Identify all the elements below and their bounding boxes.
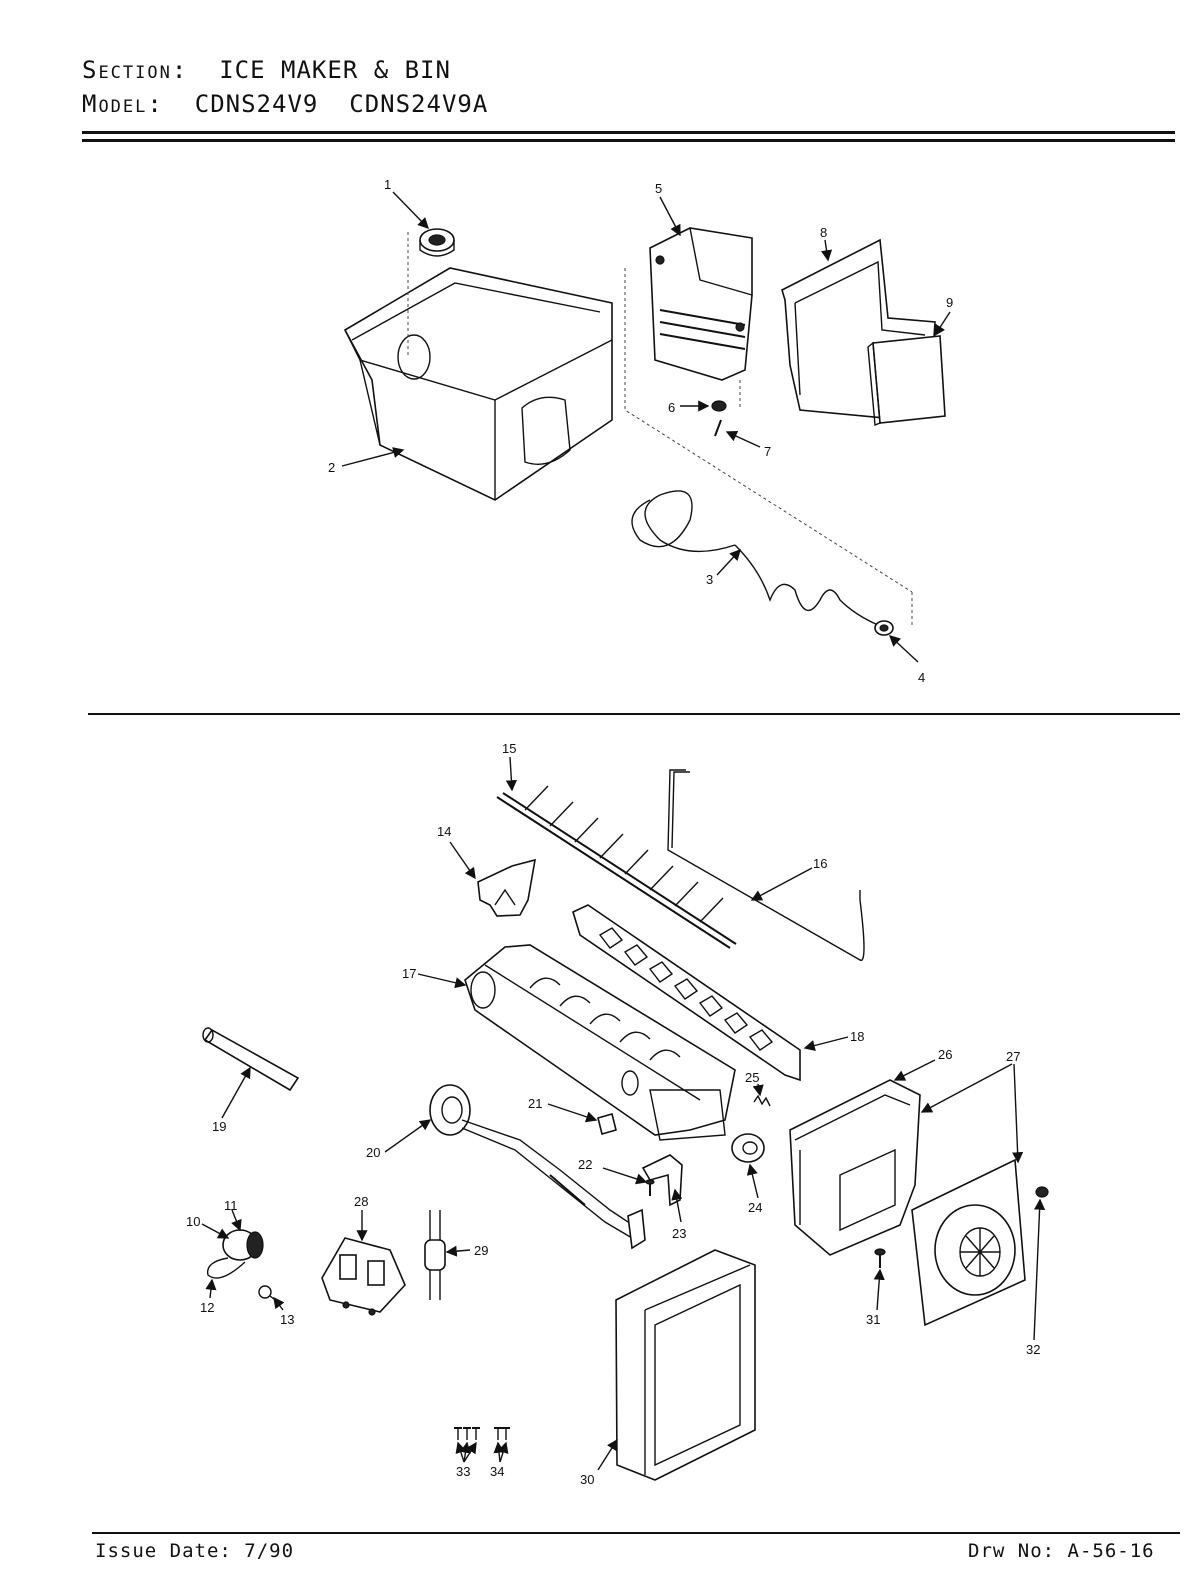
part-7-pin <box>714 419 722 437</box>
callout-4: 4 <box>918 670 925 685</box>
issue-date: Issue Date: 7/90 <box>95 1540 295 1562</box>
part-1-knob <box>419 228 455 257</box>
callout-19: 19 <box>212 1119 226 1134</box>
callout-12: 12 <box>200 1300 214 1315</box>
leader-lines <box>201 191 1046 1471</box>
part-27-motor-assembly <box>911 1158 1026 1327</box>
callout-9: 9 <box>946 295 953 310</box>
part-12-loop <box>206 1257 246 1279</box>
part-19-tube <box>202 1027 300 1092</box>
model-value-2: CDNS24V9A <box>349 90 489 118</box>
callout-14: 14 <box>437 824 451 839</box>
callout-13: 13 <box>280 1312 294 1327</box>
drawing-number: Drw No: A-56-16 <box>968 1540 1155 1562</box>
part-9-flap <box>867 335 946 426</box>
callout-34: 34 <box>490 1464 504 1479</box>
callout-33: 33 <box>456 1464 470 1479</box>
part-30-cover <box>615 1249 756 1481</box>
callout-28: 28 <box>354 1194 368 1209</box>
part-22-screw <box>645 1179 655 1196</box>
header-rule-bottom <box>82 139 1175 142</box>
part-4-grommet <box>874 620 894 636</box>
part-34-screws <box>494 1427 510 1440</box>
callout-23: 23 <box>672 1226 686 1241</box>
callout-31: 31 <box>866 1312 880 1327</box>
part-6-washer <box>711 400 727 412</box>
callout-32: 32 <box>1026 1342 1040 1357</box>
callout-24: 24 <box>748 1200 762 1215</box>
callout-5: 5 <box>655 181 662 196</box>
callout-15: 15 <box>502 741 516 756</box>
part-15-ejector <box>496 785 737 949</box>
callout-21: 21 <box>528 1096 542 1111</box>
callout-22: 22 <box>578 1157 592 1172</box>
header-rule-top <box>82 131 1175 134</box>
callout-18: 18 <box>850 1029 864 1044</box>
callout-25: 25 <box>745 1070 759 1085</box>
callout-10: 10 <box>186 1214 200 1229</box>
callout-29: 29 <box>474 1243 488 1258</box>
callout-20: 20 <box>366 1145 380 1160</box>
callout-2: 2 <box>328 460 335 475</box>
model-value-1: CDNS24V9 <box>194 90 319 118</box>
section-label: Section: <box>82 56 189 84</box>
callout-8: 8 <box>820 225 827 240</box>
part-31-screw <box>874 1248 886 1268</box>
part-5-auger-housing <box>624 227 913 593</box>
part-28-water-valve <box>321 1237 406 1316</box>
part-25-spring <box>753 1094 771 1107</box>
model-row: Model: CDNS24V9 CDNS24V9A <box>82 90 488 118</box>
callout-27: 27 <box>1006 1049 1020 1064</box>
part-32-nut <box>1035 1186 1049 1198</box>
part-3-heater-wire <box>631 490 879 626</box>
callout-11: 11 <box>224 1198 238 1213</box>
callout-16: 16 <box>813 856 827 871</box>
callout-17: 17 <box>402 966 416 981</box>
part-26-module-housing <box>789 1079 921 1256</box>
part-18-stripper <box>572 904 801 1082</box>
part-14-bracket <box>477 858 537 917</box>
part-24-gear <box>731 1133 765 1163</box>
part-2-ice-bin <box>343 232 613 501</box>
callout-1: 1 <box>384 177 391 192</box>
model-label: Model: <box>82 90 164 118</box>
part-21-block <box>597 1113 617 1135</box>
part-20-harness <box>429 1084 646 1250</box>
callout-26: 26 <box>938 1047 952 1062</box>
callout-3: 3 <box>706 572 713 587</box>
footer-rule <box>92 1532 1180 1534</box>
part-17-mold <box>464 944 736 1141</box>
part-16-shutoff-arm <box>667 769 865 961</box>
section-row: Section: ICE MAKER & BIN <box>82 56 451 84</box>
section-value: ICE MAKER & BIN <box>219 56 451 84</box>
part-33-screws <box>454 1427 480 1440</box>
part-29-fitting <box>424 1210 446 1300</box>
section-divider <box>88 713 1180 715</box>
part-10-11-thermostat <box>222 1229 264 1261</box>
callout-30: 30 <box>580 1472 594 1487</box>
callout-7: 7 <box>764 444 771 459</box>
callout-6: 6 <box>668 400 675 415</box>
